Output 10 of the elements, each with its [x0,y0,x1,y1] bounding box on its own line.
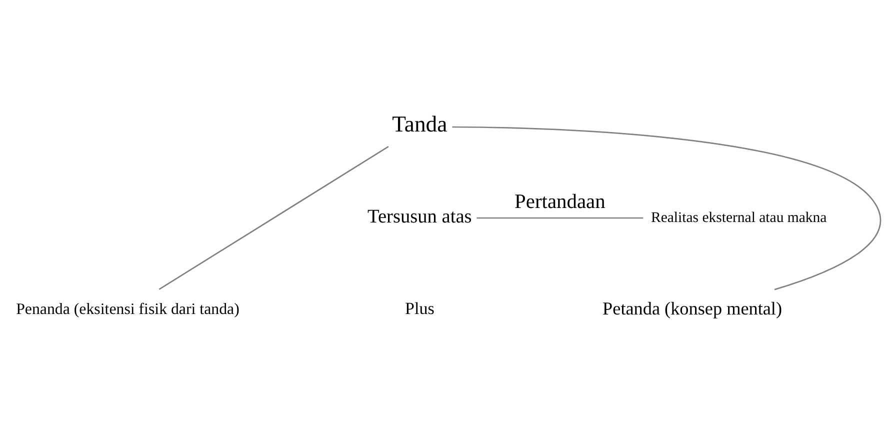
node-text: Tanda [392,112,448,137]
node-text: Penanda (eksitensi fisik dari tanda) [16,301,240,318]
connector [452,126,881,290]
connector [476,217,644,219]
label: Plus [405,298,434,318]
edge-label: Pertandaan [514,191,606,214]
node-text: Realitas eksternal atau makna [651,210,827,226]
node-text: Petanda (konsep mental) [602,298,782,318]
node-text: Tersusun atas [368,206,472,228]
connector [158,146,389,290]
